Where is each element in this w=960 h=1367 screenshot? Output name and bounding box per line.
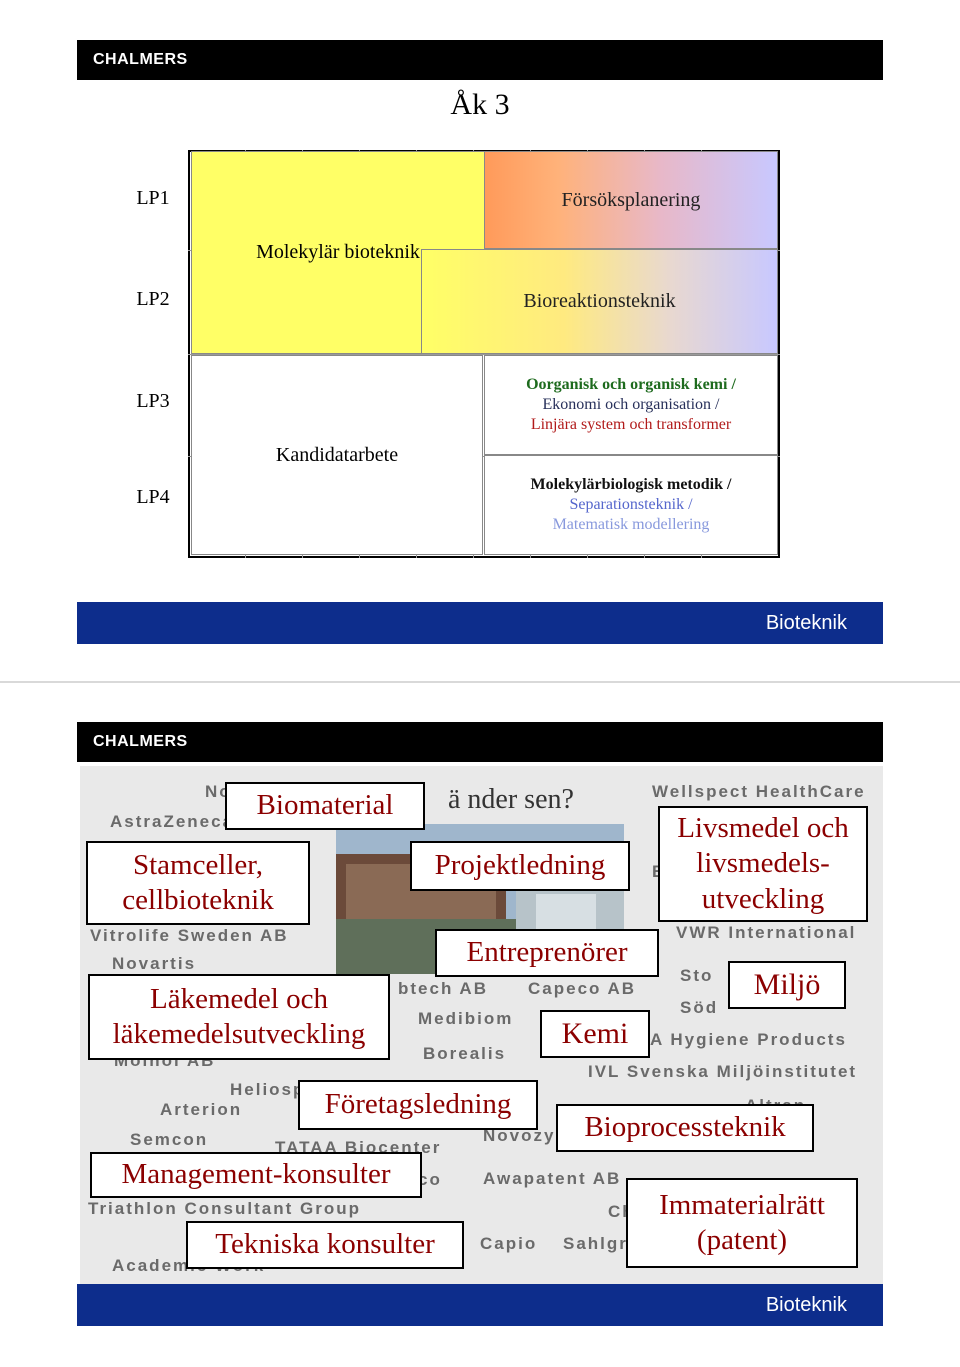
career-box-tekniska: Tekniska konsulter — [186, 1221, 464, 1269]
company-label: Arterion — [160, 1100, 242, 1120]
career-box-kemi: Kemi — [540, 1010, 650, 1058]
company-label: Söd — [680, 998, 718, 1018]
header-bar: CHALMERS — [77, 40, 883, 80]
lp4-courses: Molekylärbiologisk metodik / Separations… — [484, 455, 778, 555]
chalmers-logo: CHALMERS — [93, 733, 188, 751]
page-title: Åk 3 — [0, 88, 960, 122]
slide-divider — [0, 681, 960, 683]
career-box-bioprocessteknik: Bioprocessteknik — [556, 1104, 814, 1152]
company-label: Sto — [680, 966, 713, 986]
course-line: Ekonomi och organisation / — [542, 395, 719, 415]
career-box-immaterialratt: Immaterialrätt (patent) — [626, 1178, 858, 1268]
chalmers-logo: CHALMERS — [93, 51, 188, 69]
company-label: Semcon — [130, 1130, 208, 1150]
slide-title-partial: ä nder sen? — [448, 784, 574, 816]
company-label: AstraZeneca — [110, 812, 234, 832]
career-box-entreprenorer: Entreprenörer — [435, 929, 659, 977]
career-box-biomaterial: Biomaterial — [225, 782, 425, 830]
footer-label: Bioteknik — [766, 612, 847, 635]
course-line: Separationsteknik / — [569, 495, 692, 515]
career-box-projektledning: Projektledning — [410, 841, 630, 891]
company-label: Capio — [480, 1234, 537, 1254]
career-box-management: Management-konsulter — [90, 1152, 422, 1198]
course-line: Molekylärbiologisk metodik / — [531, 475, 732, 495]
company-label: btech AB — [398, 979, 488, 999]
company-label: Borealis — [423, 1044, 506, 1064]
career-box-miljo: Miljö — [728, 961, 846, 1009]
course-bioreaktionsteknik: Bioreaktionsteknik — [421, 249, 778, 354]
company-label: A Hygiene Products — [650, 1030, 847, 1050]
period-lp4: LP4 — [120, 486, 186, 509]
course-kandidatarbete: Kandidatarbete — [191, 355, 483, 555]
company-label: Novartis — [112, 954, 196, 974]
company-label: Heliosp — [230, 1080, 305, 1100]
course-line: Matematisk modellering — [553, 515, 710, 535]
career-box-lakemedel: Läkemedel och läkemedelsutveckling — [88, 974, 390, 1060]
footer-bar: Bioteknik — [77, 602, 883, 644]
footer-bar: Bioteknik — [77, 1284, 883, 1326]
footer-label: Bioteknik — [766, 1294, 847, 1317]
period-lp2: LP2 — [120, 288, 186, 311]
company-label: Triathlon Consultant Group — [88, 1199, 361, 1219]
company-label: Awapatent AB — [483, 1169, 621, 1189]
course-line: Oorganisk och organisk kemi / — [526, 375, 736, 395]
career-box-livsmedel: Livsmedel och livsmedels-utveckling — [658, 806, 868, 922]
company-label: IVL Svenska Miljöinstitutet — [588, 1062, 857, 1082]
course-line: Linjära system och transformer — [531, 415, 731, 435]
slide-1: CHALMERS Åk 3 LP1 LP2 LP3 LP4 Molekylär … — [0, 0, 960, 680]
career-box-foretagsledning: Företagsledning — [298, 1080, 538, 1130]
course-forsoksplanering: Försöksplanering — [484, 151, 778, 249]
career-collage: ä nder sen? No AstraZeneca Wellspect Hea… — [80, 766, 883, 1284]
career-box-stamceller: Stamceller, cellbioteknik — [86, 841, 310, 925]
company-label: Capeco AB — [528, 979, 636, 999]
company-label: Sahlgr — [563, 1234, 628, 1254]
company-label: VWR International — [676, 923, 856, 943]
company-label: Vitrolife Sweden AB — [90, 926, 289, 946]
lp3-courses: Oorganisk och organisk kemi / Ekonomi oc… — [484, 355, 778, 455]
company-label: Wellspect HealthCare — [652, 782, 866, 802]
period-lp3: LP3 — [120, 390, 186, 413]
period-lp1: LP1 — [120, 187, 186, 210]
header-bar: CHALMERS — [77, 722, 883, 762]
company-label: Medibiom — [418, 1009, 513, 1029]
